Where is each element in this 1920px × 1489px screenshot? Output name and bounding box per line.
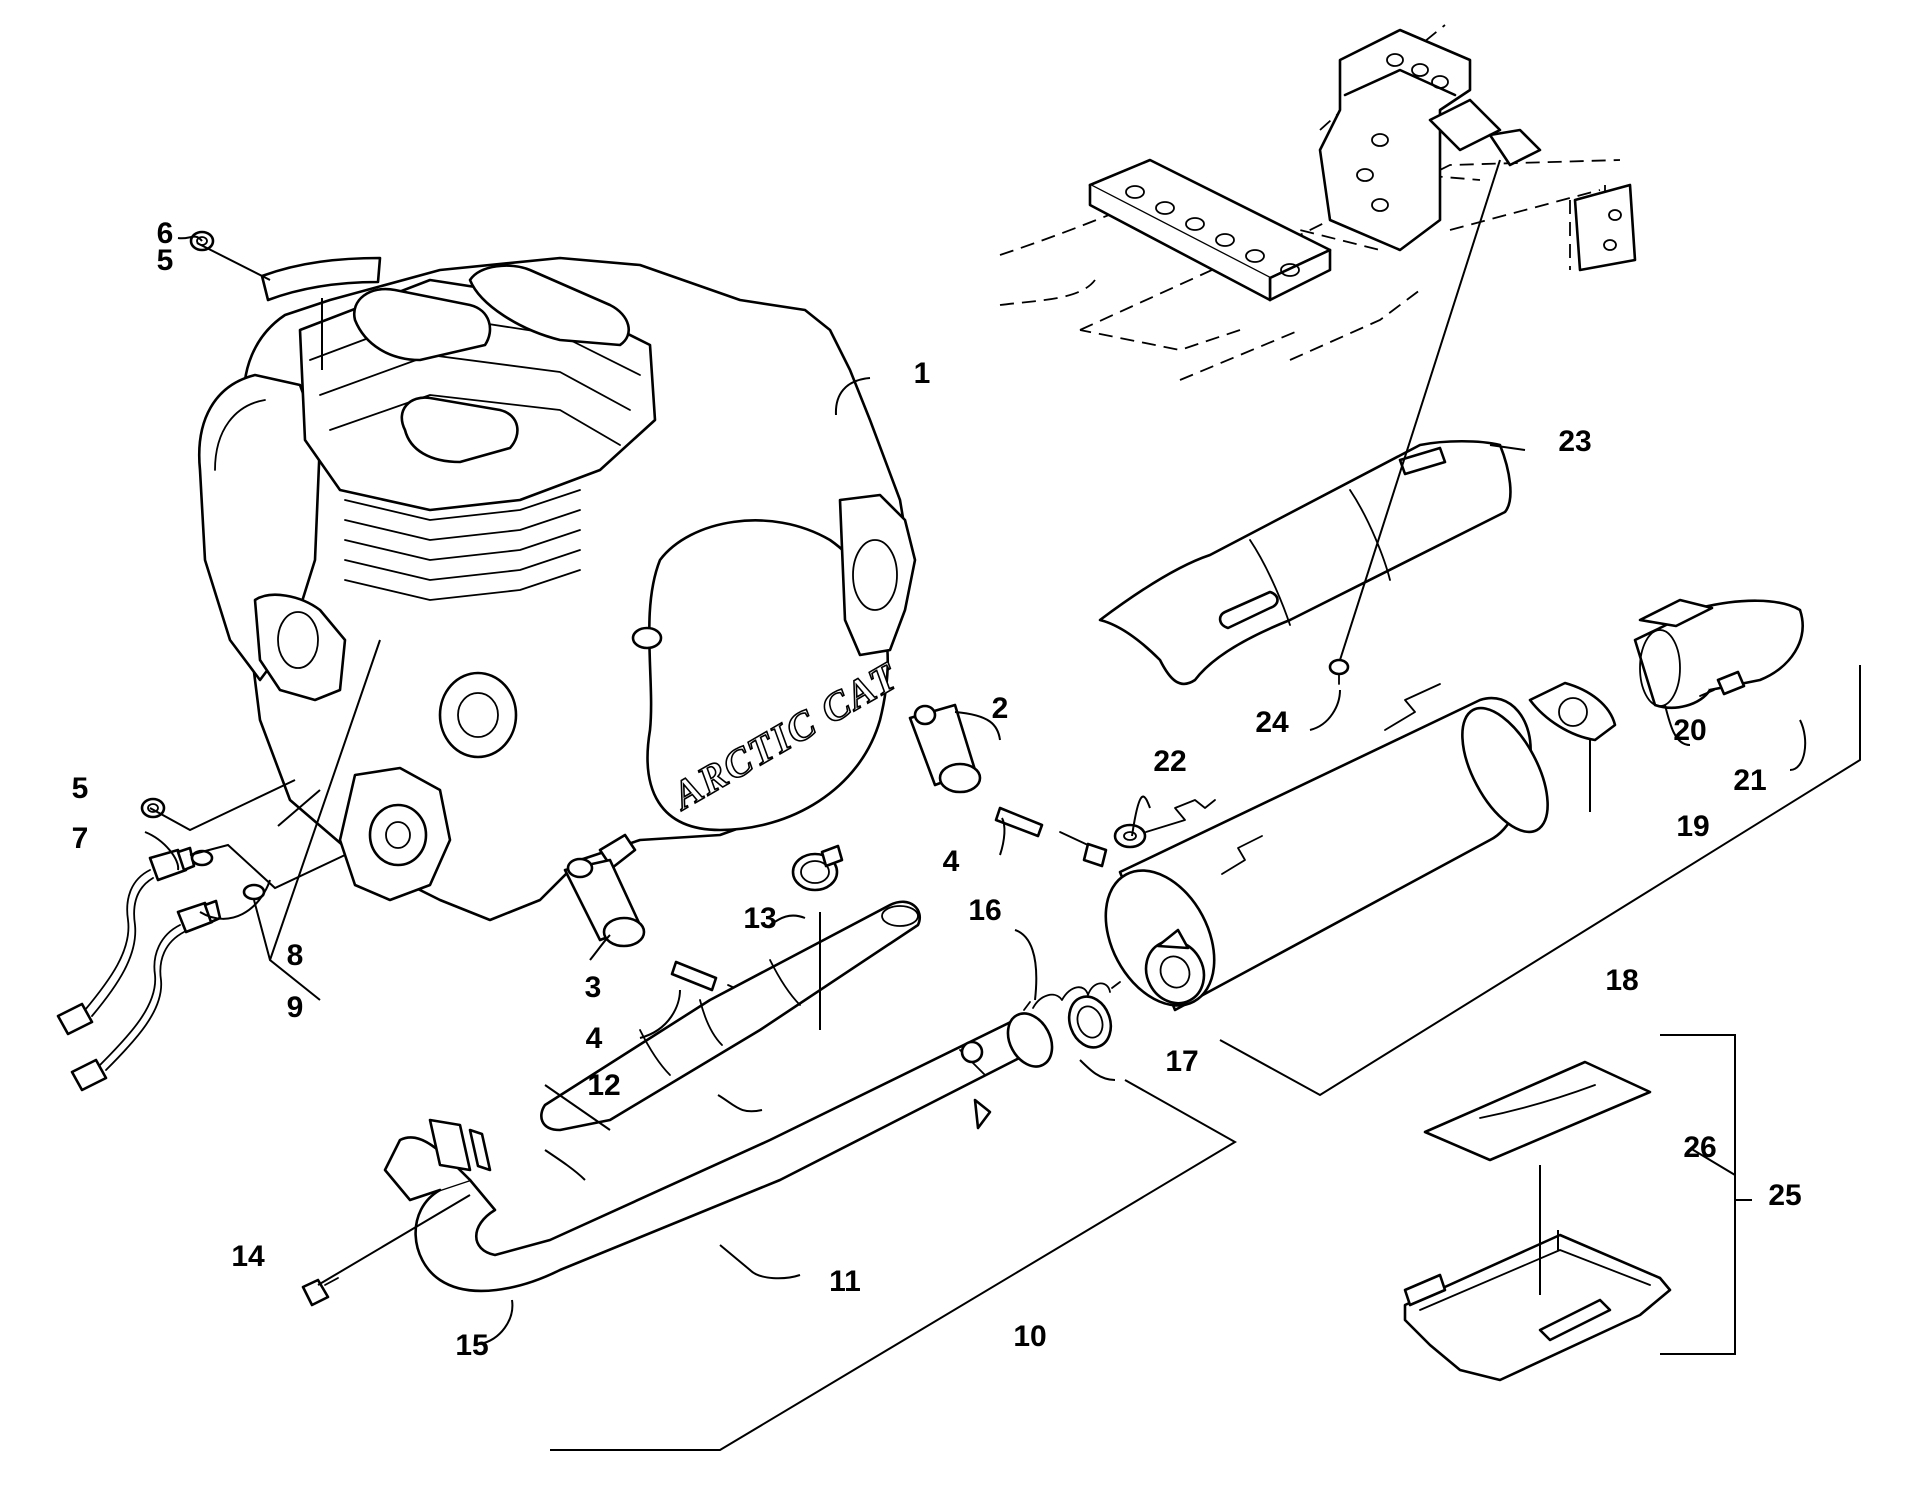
callout-14: 14 [231, 1240, 265, 1273]
callout-17: 17 [1165, 1045, 1198, 1078]
frame-crossmember [1088, 158, 1332, 302]
callout-4-lower: 4 [586, 1022, 603, 1055]
callout-21: 21 [1733, 764, 1766, 797]
engine-assembly: ARCTIC CAT [197, 256, 917, 922]
sensor-part-9 [70, 899, 222, 1092]
muffler-part-18 [1104, 683, 1549, 1012]
callout-9: 9 [287, 991, 304, 1024]
callout-13: 13 [743, 902, 776, 935]
bolt-part-4-upper [994, 806, 1108, 868]
gasket-part-19 [1528, 681, 1617, 742]
o-ring-part-8 [190, 849, 266, 901]
callout-15: 15 [455, 1329, 488, 1362]
callout-12: 12 [587, 1069, 620, 1102]
skid-plate-part-25 [1403, 1233, 1672, 1382]
bolt-part-14 [301, 1277, 339, 1307]
callout-22: 22 [1153, 745, 1186, 778]
callout-20: 20 [1673, 714, 1706, 747]
callout-16: 16 [968, 894, 1001, 927]
grommet-part-22 [1113, 799, 1216, 849]
callout-25: 25 [1768, 1179, 1801, 1212]
callout-11: 11 [829, 1265, 861, 1298]
callout-23: 23 [1558, 425, 1591, 458]
callout-2: 2 [992, 692, 1009, 725]
screw-part-24 [1328, 658, 1350, 685]
callout-3: 3 [585, 971, 602, 1004]
callout-5-upper: 5 [157, 244, 174, 277]
decal-part-6 [260, 256, 382, 302]
callout-24: 24 [1255, 706, 1289, 739]
callout-6: 6 [157, 217, 174, 250]
gasket-part-15 [428, 1118, 492, 1172]
sensor-part-7 [56, 846, 196, 1036]
spring-part-16 [1023, 981, 1121, 1011]
head-pipe-part-11 [383, 1012, 1054, 1293]
callout-26: 26 [1683, 1131, 1716, 1164]
callout-4-upper: 4 [943, 845, 960, 878]
screw-part-21 [1699, 670, 1746, 697]
callout-8: 8 [287, 939, 304, 972]
callout-1: 1 [914, 357, 931, 390]
head-pipe-shield-part-12 [540, 900, 921, 1132]
callout-5-lower: 5 [72, 772, 89, 805]
bushing-part-3 [563, 857, 646, 948]
callout-19: 19 [1676, 810, 1709, 843]
tailpipe-part-20 [1633, 598, 1804, 709]
heat-shield-part-23 [1098, 439, 1512, 686]
callout-labels: 1 2 3 4 4 5 5 6 7 8 9 10 11 12 13 14 15 … [72, 217, 1802, 1362]
seal-part-17 [1067, 995, 1113, 1049]
callout-7: 7 [72, 822, 89, 855]
callout-18: 18 [1605, 964, 1638, 997]
clamp-part-13 [791, 844, 844, 892]
bushing-part-2 [908, 703, 982, 794]
callout-10: 10 [1013, 1320, 1046, 1353]
leader-lines [144, 159, 1861, 1451]
label-part-26 [1423, 1060, 1652, 1162]
frame-mount-bracket [1318, 28, 1637, 272]
